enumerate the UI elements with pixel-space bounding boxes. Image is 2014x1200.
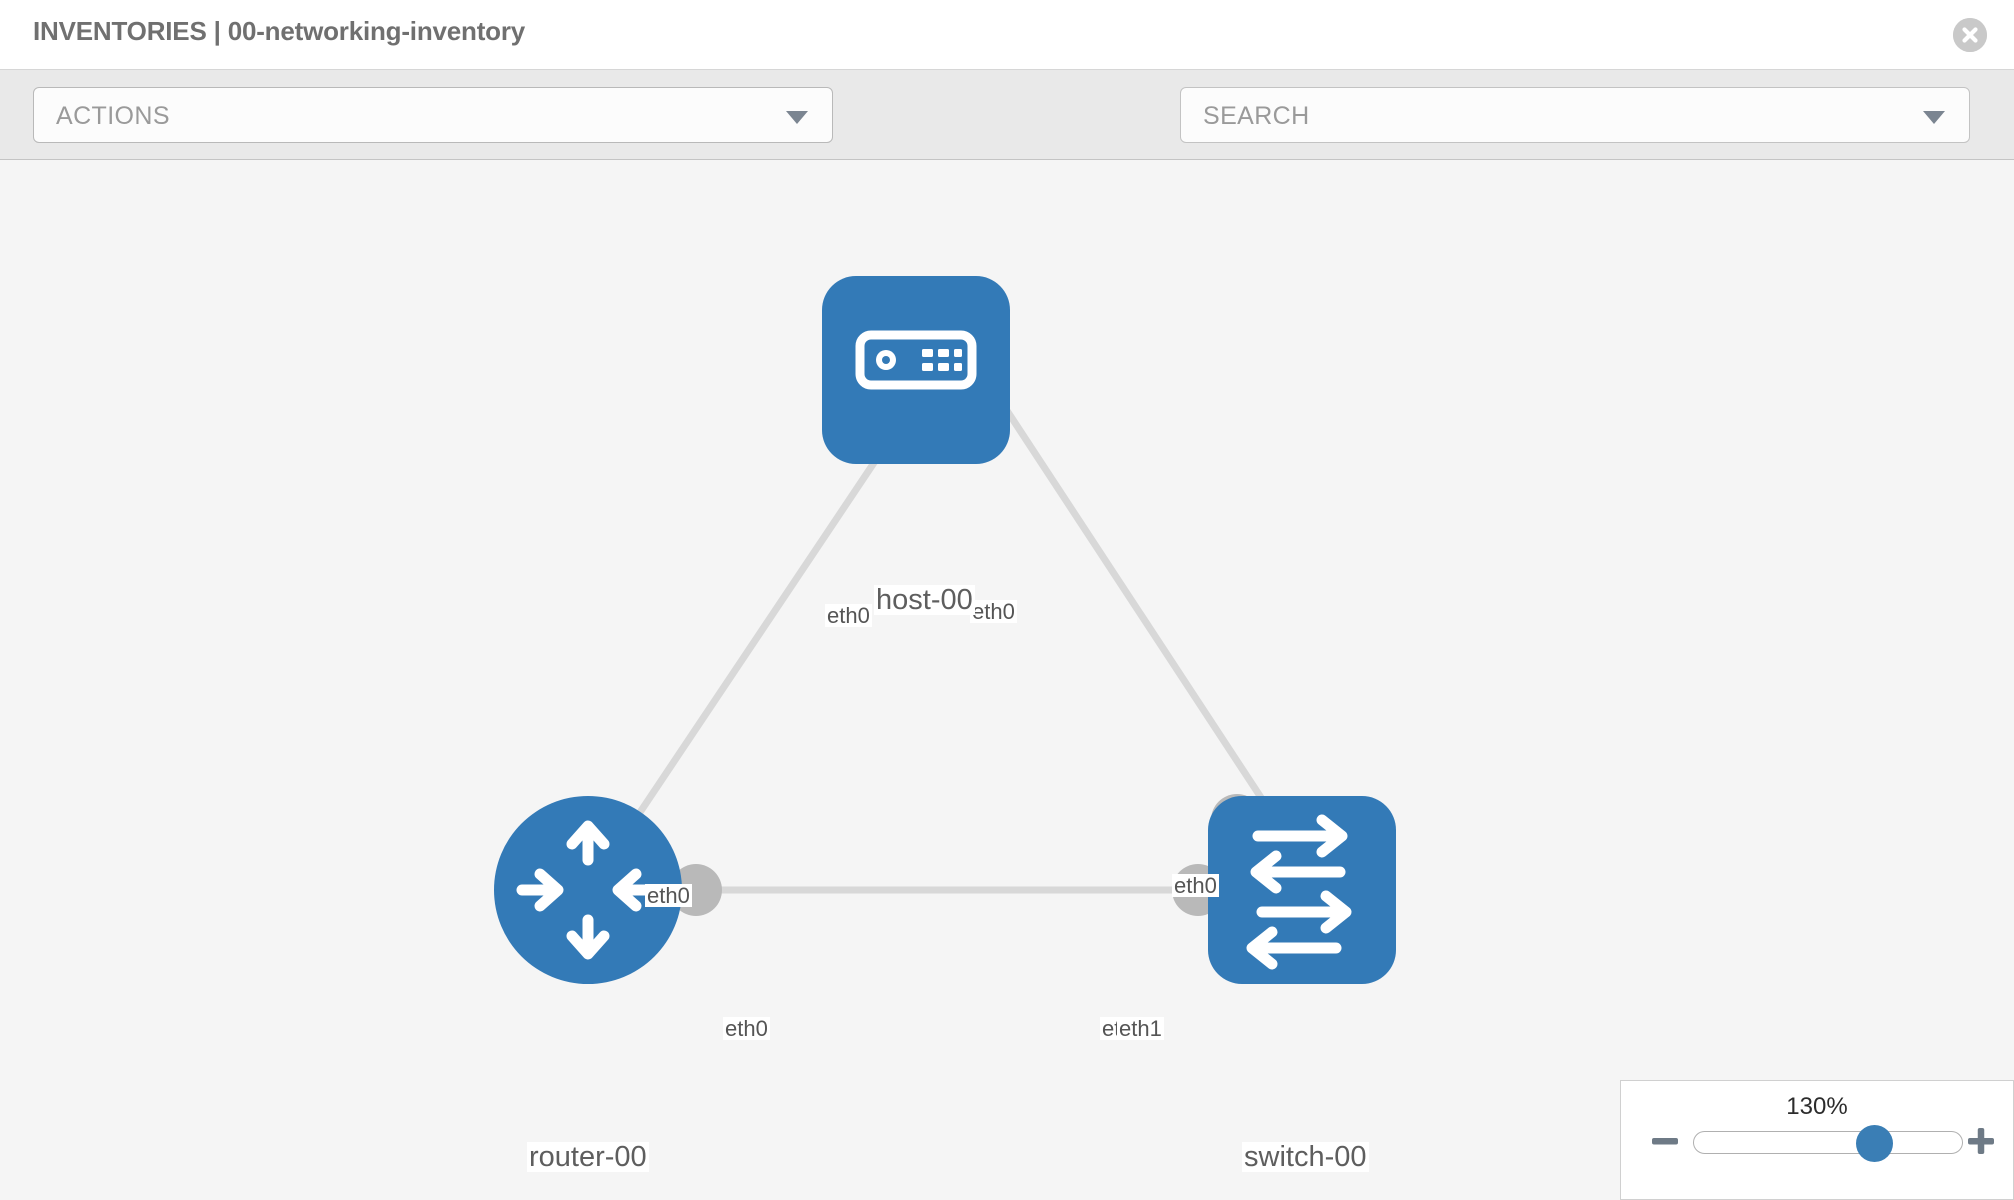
actions-dropdown[interactable]: ACTIONS (33, 87, 833, 143)
switch-arrows-icon (1246, 814, 1352, 970)
router-arrows-icon (516, 820, 660, 960)
iface-label-router-right: eth0 (723, 1016, 770, 1041)
zoom-control-panel: 130% (1620, 1080, 2014, 1200)
topology-canvas[interactable]: eth0 eth0 eth0 eth0 eth0 eth0 eth1 host-… (0, 160, 2014, 1200)
zoom-slider-thumb[interactable] (1856, 1125, 1894, 1162)
plus-icon[interactable] (1965, 1125, 1997, 1157)
topology-graph (494, 276, 1396, 984)
page-title: INVENTORIES | 00-networking-inventory (33, 16, 526, 46)
zoom-slider[interactable] (1693, 1125, 1963, 1162)
iface-label-host-left: eth0 (825, 603, 872, 628)
iface-label-host-right: eth0 (970, 599, 1017, 624)
iface-label-switch-up: eth0 (1172, 873, 1219, 898)
toolbar: ACTIONS SEARCH (0, 70, 2014, 204)
actions-dropdown-label: ACTIONS (56, 102, 170, 130)
chevron-down-icon[interactable] (1923, 111, 1945, 124)
minus-icon[interactable] (1649, 1125, 1681, 1157)
topology-links (585, 398, 1305, 894)
iface-label-switch-left-b: eth1 (1117, 1016, 1164, 1041)
node-switch-00[interactable] (1208, 796, 1396, 984)
server-icon (855, 330, 977, 390)
search-input[interactable]: SEARCH (1180, 87, 1970, 143)
close-icon[interactable] (1953, 18, 1987, 52)
zoom-percent-label: 130% (1786, 1093, 1848, 1120)
node-label-router-00: router-00 (527, 1141, 649, 1173)
link-host-switch (997, 398, 1305, 862)
node-host-00[interactable] (822, 276, 1010, 464)
topology-connectors (670, 396, 1263, 916)
node-router-00[interactable] (494, 796, 682, 984)
link-host-router (585, 398, 919, 892)
iface-label-router-up: eth0 (645, 883, 692, 908)
chevron-down-icon (786, 111, 808, 124)
node-label-host-00: host-00 (874, 584, 975, 616)
page-header: INVENTORIES | 00-networking-inventory (0, 0, 2014, 70)
node-label-switch-00: switch-00 (1242, 1141, 1369, 1173)
search-placeholder-label: SEARCH (1203, 102, 1310, 130)
